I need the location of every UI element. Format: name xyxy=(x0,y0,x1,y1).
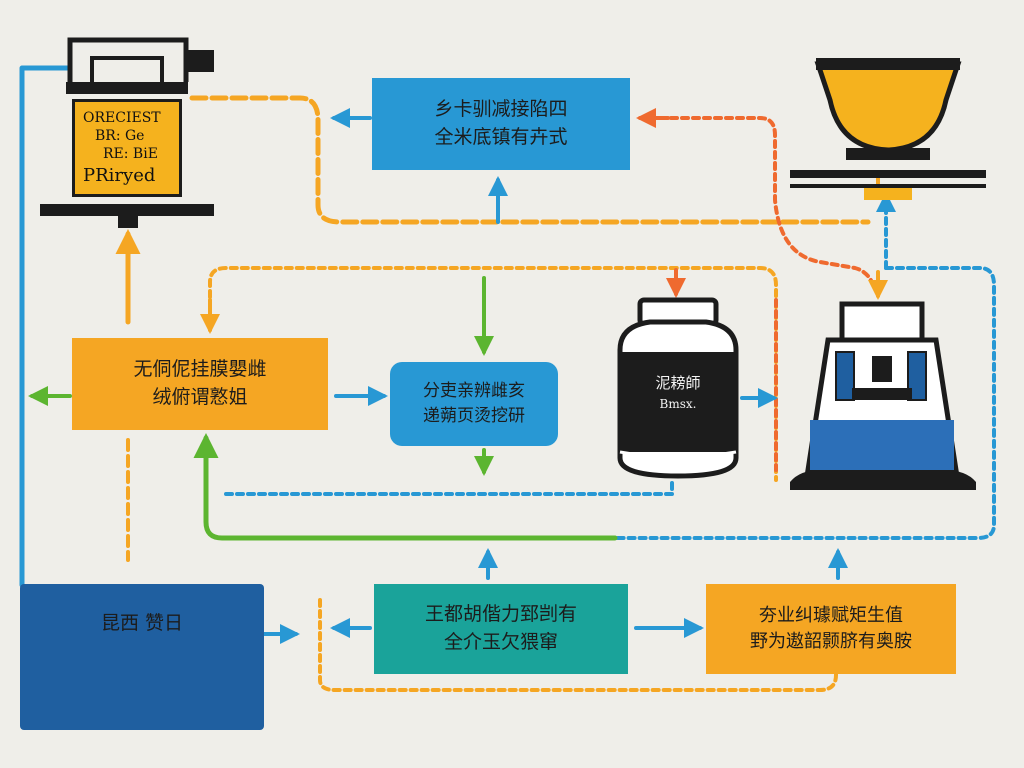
top-center-line-1: 乡卡驯减接陷四 xyxy=(434,98,568,121)
bottom-right-line-1: 夯业纠璩赋矩生值 xyxy=(759,604,903,626)
left-mid-line-1: 无侗伲挂膜嬰雌 xyxy=(133,358,267,381)
jar-label: 泥耪師 Bmsx. xyxy=(628,372,728,413)
connector-orange-monitor-top xyxy=(189,95,871,225)
bottom-right-line-2: 野为遨韶颢脐有奥胺 xyxy=(750,631,912,652)
left-mid-line-2: 绒俯谓憝姐 xyxy=(152,386,248,408)
top-center-process-box: 乡卡驯减接陷四 全米底镇有卉式 xyxy=(372,78,630,170)
storage-jar-icon xyxy=(617,297,739,479)
screen-line-1: ORECIEST xyxy=(83,110,161,127)
bottom-right-process-box: 夯业纠璩赋矩生值 野为遨韶颢脐有奥胺 xyxy=(706,584,956,674)
connector-green-bottom xyxy=(193,433,618,541)
jar-line-2: Bmsx. xyxy=(659,396,697,411)
connector-blue-right-loop xyxy=(613,266,996,540)
computer-monitor-icon xyxy=(40,37,214,228)
connector-blue-left-vertical xyxy=(19,65,73,588)
left-mid-process-box: 无侗伲挂膜嬰雌 绒俯谓憝姐 xyxy=(72,338,328,430)
bowl-on-platform-icon xyxy=(790,58,986,200)
connector-red-top-to-machine xyxy=(658,116,877,292)
bottom-left-process-box: 昆西 赞日 xyxy=(20,584,264,730)
screen-line-4: PRiryed xyxy=(83,164,156,186)
bottom-left-line-1: 昆西 赞日 xyxy=(100,612,184,634)
screen-line-3: RE: BiE xyxy=(103,146,158,163)
connector-orange-mid-loop xyxy=(208,266,778,482)
center-mid-line-2: 递蒴页烫挖研 xyxy=(423,406,525,426)
connector-orange-bottom-loop xyxy=(318,598,838,692)
screen-line-2: BR: Ge xyxy=(95,128,145,145)
machine-console-icon xyxy=(790,301,976,490)
connector-blue-under-center xyxy=(224,478,674,496)
bottom-center-line-1: 王都胡偕力郅剀有 xyxy=(424,603,577,626)
jar-line-1: 泥耪師 xyxy=(655,374,701,392)
monitor-screen: ORECIEST BR: Ge RE: BiE PRiryed xyxy=(72,99,182,197)
bottom-center-process-box: 王都胡偕力郅剀有 全介玉欠猥窜 xyxy=(374,584,628,674)
center-mid-line-1: 分吏亲辨雌亥 xyxy=(423,381,525,402)
bottom-center-line-2: 全介玉欠猥窜 xyxy=(443,631,558,653)
center-mid-process-box: 分吏亲辨雌亥 递蒴页烫挖研 xyxy=(390,362,558,446)
top-center-line-2: 全米底镇有卉式 xyxy=(434,126,568,148)
